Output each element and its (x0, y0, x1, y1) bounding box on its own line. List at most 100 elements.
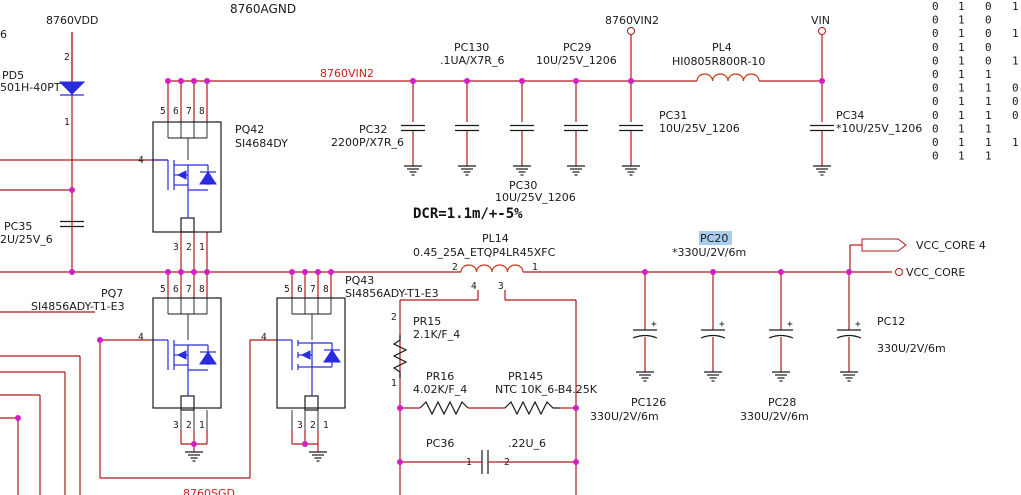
bit-cell: 1 (958, 136, 965, 149)
svg-text:NTC 10K_6-B4.25K: NTC 10K_6-B4.25K (495, 383, 598, 396)
svg-text:7: 7 (186, 284, 192, 295)
svg-text:*330U/2V/6m: *330U/2V/6m (672, 246, 746, 259)
svg-text:2: 2 (186, 420, 192, 431)
bit-cell: 1 (958, 82, 965, 95)
svg-text:PL4: PL4 (712, 41, 732, 54)
svg-text:330U/2V/6m: 330U/2V/6m (740, 410, 809, 423)
bit-cell: 1 (958, 41, 965, 54)
svg-text:5: 5 (284, 284, 290, 295)
bit-cell: 1 (958, 0, 965, 13)
bit-cell: 1 (985, 109, 992, 122)
svg-text:1: 1 (391, 378, 397, 389)
bit-cell: 1 (1012, 54, 1019, 67)
bit-cell: 0 (985, 54, 992, 67)
svg-text:1: 1 (466, 457, 472, 468)
svg-text:0.45_25A_ETQP4LR45XFC: 0.45_25A_ETQP4LR45XFC (413, 246, 556, 259)
svg-text:SI4856ADY-T1-E3: SI4856ADY-T1-E3 (31, 300, 125, 313)
bit-cell: 1 (1012, 0, 1019, 13)
svg-text:10U/25V_1206: 10U/25V_1206 (659, 122, 740, 135)
svg-text:3: 3 (173, 420, 179, 431)
svg-text:1: 1 (64, 117, 70, 128)
svg-text:HI0805R800R-10: HI0805R800R-10 (672, 55, 765, 68)
svg-text:.22U_6: .22U_6 (508, 437, 546, 450)
bit-cell: 1 (985, 95, 992, 108)
net-8760agnd: 8760AGND (230, 2, 296, 16)
sense-network: 2 1 PR15 2.1K/F_4 PR16 4.02K/F_4 PR145 N… (391, 312, 598, 474)
bit-cell: 1 (985, 82, 992, 95)
svg-text:PC28: PC28 (768, 396, 796, 409)
svg-text:1: 1 (199, 242, 205, 253)
bit-cell: 0 (932, 150, 939, 163)
svg-text:SI4856ADY-T1-E3: SI4856ADY-T1-E3 (345, 287, 439, 300)
pc20-ref[interactable]: PC20 (700, 232, 728, 245)
port-vin: VIN (811, 14, 830, 27)
svg-text:6: 6 (173, 106, 179, 117)
bit-cell: 0 (932, 54, 939, 67)
mosfet-pq42: 5 6 7 8 4 3 2 1 PQ42 SI4684DY (138, 106, 288, 253)
svg-text:2200P/X7R_6: 2200P/X7R_6 (331, 136, 404, 149)
bit-cell: 1 (958, 95, 965, 108)
cap-pc35: PC35 2U/25V_6 (0, 220, 85, 246)
inductor-pl4: PL4 HI0805R800R-10 (672, 41, 765, 86)
port-8760vin2: 8760VIN2 (605, 14, 659, 27)
bit-cell: 1 (985, 122, 992, 135)
svg-text:4: 4 (138, 155, 144, 166)
svg-text:*10U/25V_1206: *10U/25V_1206 (836, 122, 922, 135)
bit-cell: 0 (932, 109, 939, 122)
partial-left-text: 6 (0, 28, 7, 41)
svg-text:2.1K/F_4: 2.1K/F_4 (413, 328, 460, 341)
bit-cell: 0 (932, 68, 939, 81)
svg-text:PQ42: PQ42 (235, 123, 264, 136)
svg-text:PR16: PR16 (426, 370, 454, 383)
bit-cell: 1 (958, 109, 965, 122)
svg-text:8: 8 (323, 284, 329, 295)
svg-text:2: 2 (391, 312, 397, 323)
bit-cell: 0 (932, 0, 939, 13)
partial-bottom-text: 8760SGD (183, 487, 235, 495)
svg-text:2: 2 (64, 52, 70, 63)
svg-text:10U/25V_1206: 10U/25V_1206 (495, 191, 576, 204)
svg-text:4: 4 (471, 281, 477, 292)
svg-text:5: 5 (160, 284, 166, 295)
bit-cell: 0 (1012, 109, 1019, 122)
svg-text:1: 1 (323, 420, 329, 431)
svg-text:PC32: PC32 (359, 123, 387, 136)
wires (0, 32, 892, 495)
svg-text:7: 7 (310, 284, 316, 295)
bit-cell: 0 (932, 122, 939, 135)
svg-text:PC34: PC34 (836, 109, 864, 122)
svg-text:2: 2 (186, 242, 192, 253)
input-caps: PC130 .1UA/X7R_6 PC29 10U/25V_1206 PC32 … (331, 41, 922, 204)
bit-cell: 0 (932, 95, 939, 108)
svg-text:4: 4 (138, 332, 144, 343)
bit-cell: 0 (932, 82, 939, 95)
svg-text:330U/2V/6m: 330U/2V/6m (877, 342, 946, 355)
svg-text:330U/2V/6m: 330U/2V/6m (590, 410, 659, 423)
svg-text:4: 4 (261, 332, 267, 343)
svg-text:.1UA/X7R_6: .1UA/X7R_6 (440, 54, 504, 67)
bit-cell: 0 (985, 0, 992, 13)
svg-text:3: 3 (173, 242, 179, 253)
bit-cell: 0 (932, 14, 939, 27)
vcc-core-label: VCC_CORE (906, 266, 965, 279)
output-caps: PC20 *330U/2V/6m PC12 330U/2V/6m PC126 3… (590, 231, 946, 423)
vcc-core-ports: VCC_CORE 4 VCC_CORE (861, 238, 986, 279)
svg-text:4.02K/F_4: 4.02K/F_4 (413, 383, 467, 396)
diode-pd5: 2 1 PD5 501H-40PT (0, 52, 86, 128)
bit-cell: 0 (985, 27, 992, 40)
port-8760vdd: 8760VDD (46, 14, 98, 27)
bit-cell: 1 (985, 150, 992, 163)
svg-text:3: 3 (498, 281, 504, 292)
svg-text:8: 8 (199, 284, 205, 295)
svg-text:1: 1 (532, 262, 538, 273)
bit-cell: 1 (958, 68, 965, 81)
mosfet-pq43: 5 6 7 8 4 3 2 1 PQ43 SI4856ADY-T1-E3 (261, 274, 439, 462)
bit-cell: 1 (958, 27, 965, 40)
svg-text:5: 5 (160, 106, 166, 117)
bit-cell: 1 (958, 122, 965, 135)
bit-cell: 0 (985, 41, 992, 54)
junctions (15, 78, 852, 465)
svg-text:6: 6 (173, 284, 179, 295)
